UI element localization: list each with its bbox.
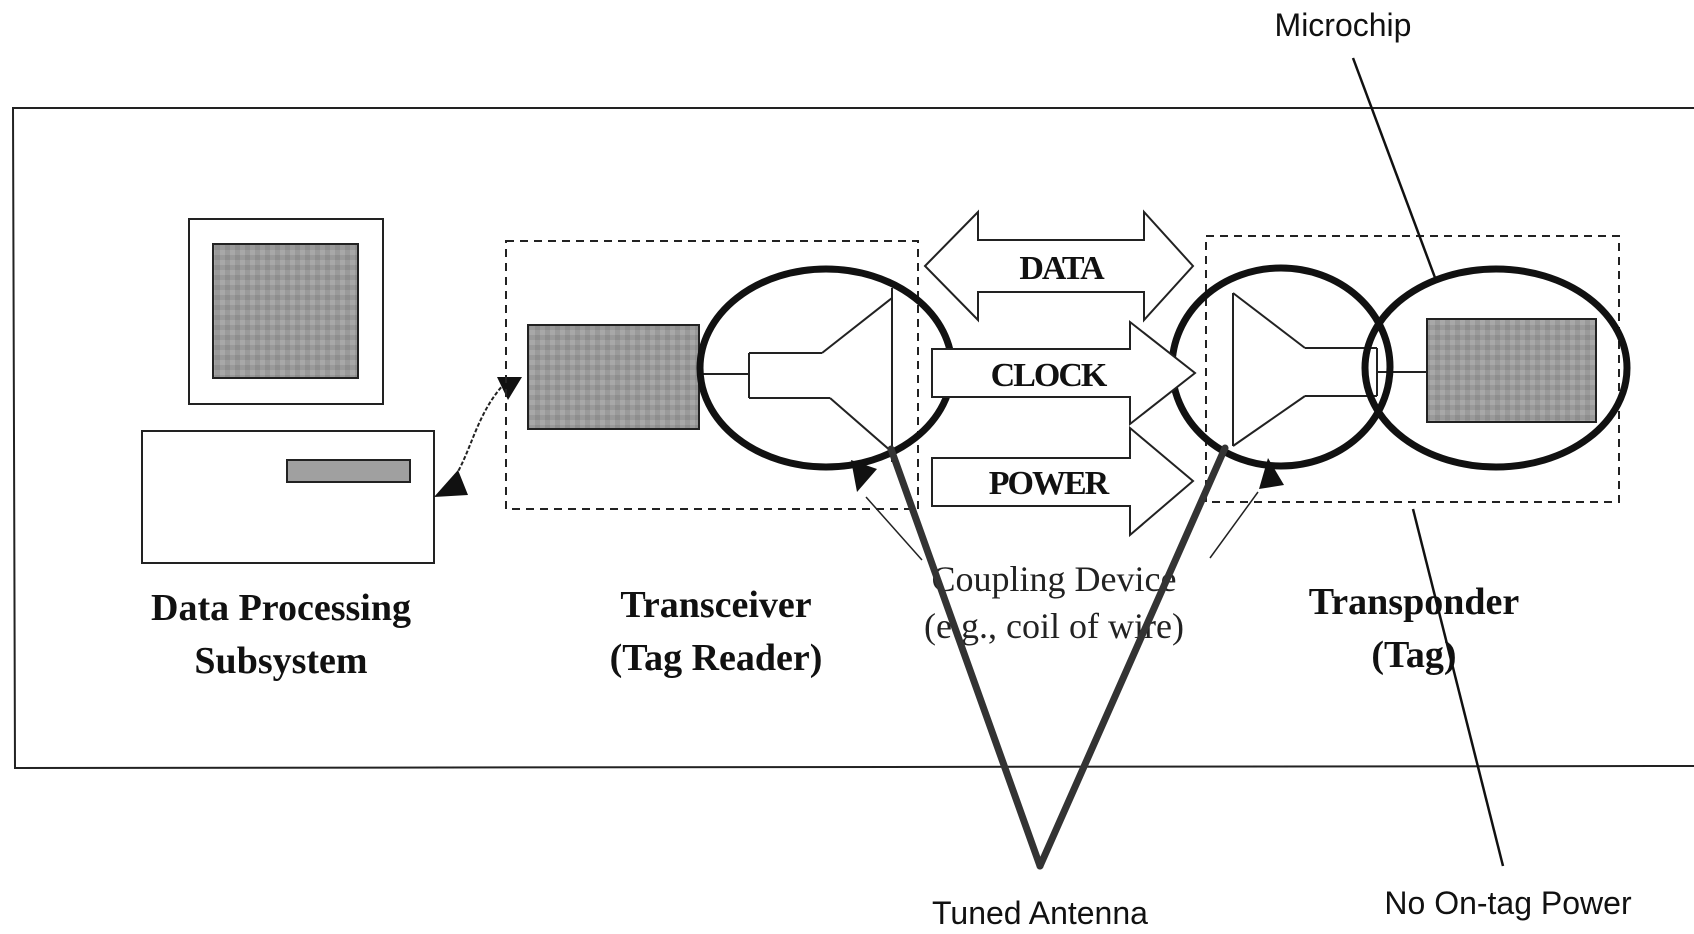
transponder-chip-icon	[1427, 319, 1596, 422]
tuned-antenna-leader-lines	[891, 448, 1225, 866]
data-arrow: DATA	[925, 212, 1193, 320]
connection-icon	[434, 377, 522, 497]
coupling-label-line1: Coupling Device	[932, 559, 1177, 599]
clock-arrow: CLOCK	[932, 322, 1195, 424]
no-power-leader-line	[1413, 509, 1503, 866]
transceiver-chip-icon	[528, 325, 699, 429]
transponder-antenna-circle	[1172, 268, 1390, 466]
transponder-antenna-icon	[1233, 293, 1427, 446]
microchip-callout: Microchip	[1275, 7, 1412, 43]
antenna-arrowhead-left	[851, 460, 877, 492]
dps-label-line1: Data Processing	[151, 587, 411, 629]
transceiver-label-line1: Transceiver	[620, 584, 811, 626]
transceiver-label-line2: (Tag Reader)	[610, 637, 823, 679]
microchip-leader-line	[1353, 58, 1437, 283]
tuned-antenna-callout: Tuned Antenna	[932, 895, 1148, 929]
transponder-label-line1: Transponder	[1309, 581, 1520, 623]
computer-base-icon	[142, 431, 434, 563]
monitor-icon	[189, 219, 383, 404]
transceiver-antenna-icon	[699, 288, 892, 462]
dps-label-line2: Subsystem	[194, 640, 367, 682]
data-label: DATA	[1019, 250, 1105, 287]
power-label: POWER	[989, 465, 1110, 502]
power-arrow: POWER	[932, 428, 1193, 535]
transponder-label-line2: (Tag)	[1371, 634, 1456, 676]
transceiver-antenna-circle	[700, 269, 952, 467]
no-power-callout: No On-tag Power	[1384, 885, 1632, 921]
clock-label: CLOCK	[991, 357, 1108, 394]
